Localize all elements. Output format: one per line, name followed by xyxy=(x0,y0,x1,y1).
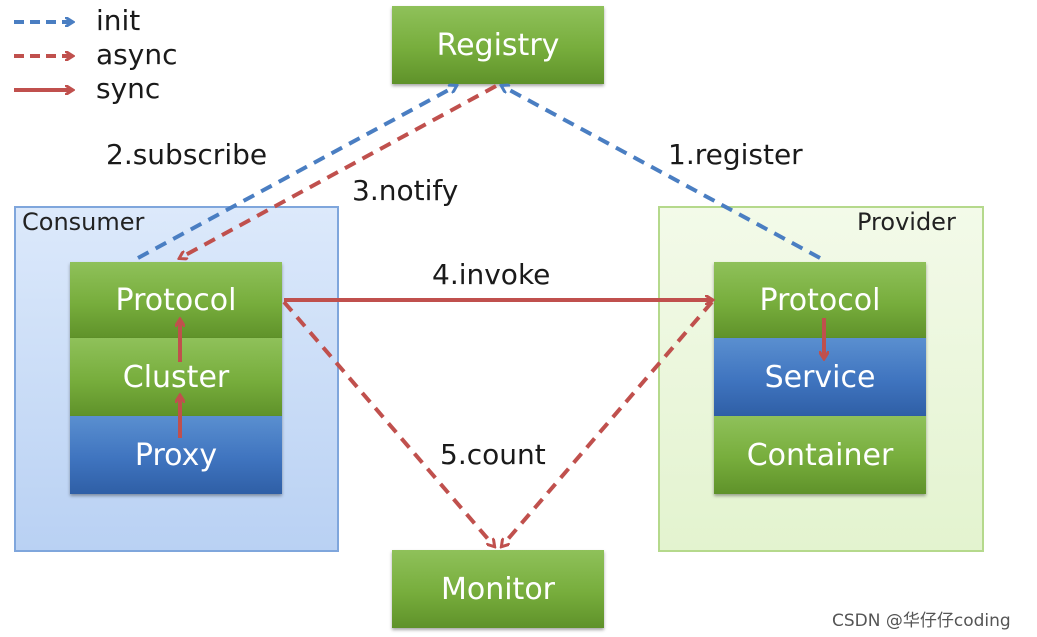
legend-async-label: async xyxy=(96,38,178,71)
invoke-label: 4.invoke xyxy=(432,258,551,291)
monitor-node: Monitor xyxy=(392,550,604,628)
subscribe-arrow xyxy=(137,86,456,260)
provider-title: Provider xyxy=(857,208,956,236)
legend-init-label: init xyxy=(96,4,141,37)
notify-arrow xyxy=(180,84,497,258)
register-label: 1.register xyxy=(668,138,803,171)
consumer-proxy: Proxy xyxy=(70,416,282,494)
registry-node: Registry xyxy=(392,6,604,84)
csdn-watermark: CSDN @华仔仔coding xyxy=(832,611,1011,631)
provider-container: Container xyxy=(714,416,926,494)
notify-label: 3.notify xyxy=(352,174,459,207)
count-label: 5.count xyxy=(440,438,546,471)
count-arrow-consumer xyxy=(282,300,494,546)
subscribe-label: 2.subscribe xyxy=(106,138,268,171)
consumer-cluster: Cluster xyxy=(70,338,282,416)
legend-sync-label: sync xyxy=(96,72,161,105)
consumer-title: Consumer xyxy=(22,208,145,236)
register-arrow xyxy=(502,86,821,260)
count-arrow-provider xyxy=(502,300,714,546)
provider-protocol: Protocol xyxy=(714,262,926,338)
